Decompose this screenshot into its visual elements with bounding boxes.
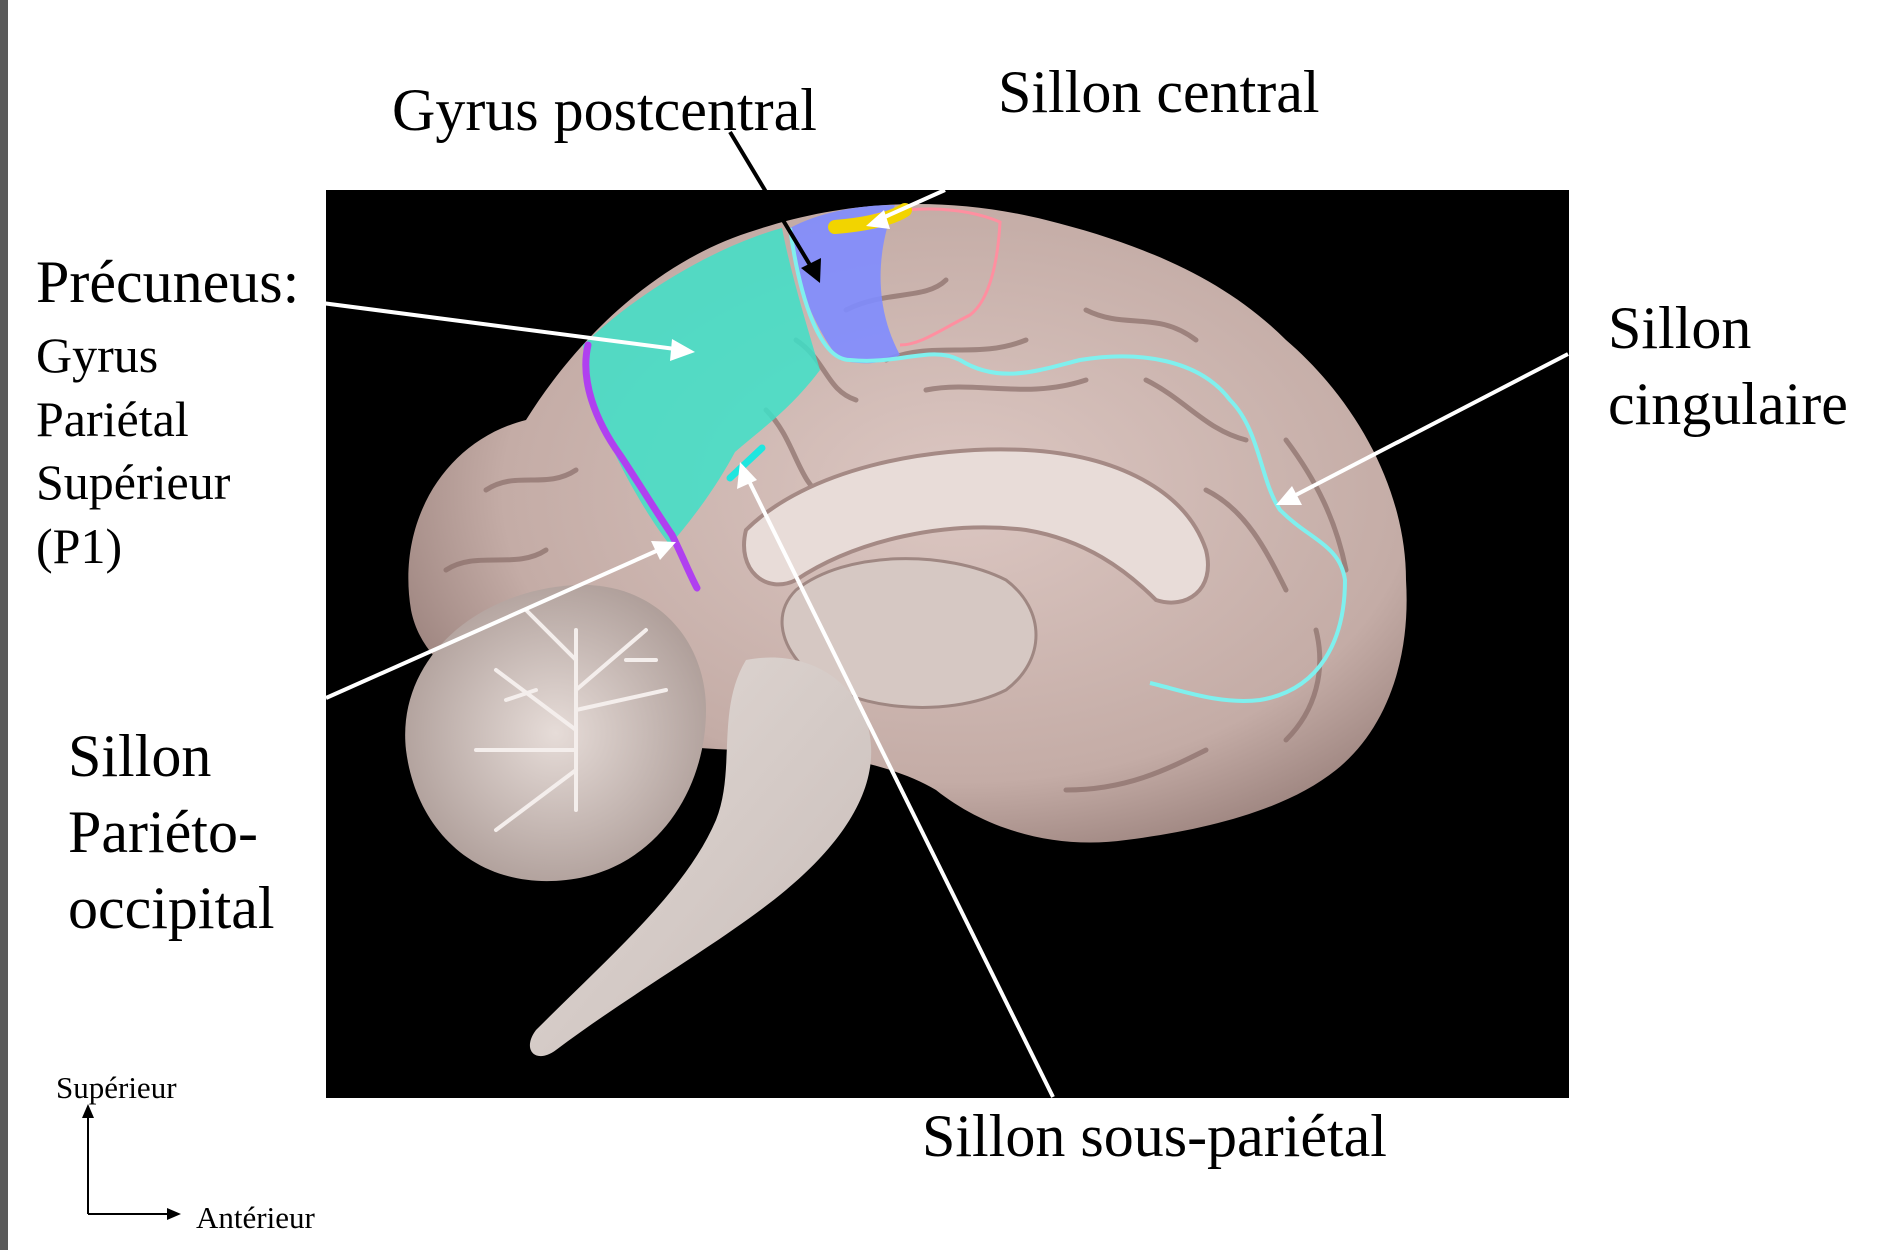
label-sillon-central: Sillon central [998, 59, 1320, 125]
precuneus-line: Gyrus [36, 327, 159, 383]
axis-horizontal-arrowhead [167, 1208, 181, 1220]
label-sillon-parieto-occipital: Sillon Pariéto- occipital [68, 718, 275, 947]
label-sillon-sous-parietal: Sillon sous-pariétal [922, 1103, 1387, 1169]
axis-vertical-arrowhead [82, 1104, 94, 1118]
label-gyrus-postcentral: Gyrus postcentral [392, 77, 817, 143]
sillon-parieto-line: Pariéto- [68, 799, 258, 866]
label-precuneus-title: Précuneus: [36, 249, 300, 315]
window-edge [0, 0, 8, 1250]
orientation-anterieur: Antérieur [196, 1200, 315, 1235]
sillon-parieto-line: Sillon [68, 723, 212, 789]
label-sillon-cingulaire: Sillon cingulaire [1608, 290, 1848, 442]
sillon-parieto-line: occipital [68, 875, 275, 942]
precuneus-line: Pariétal [36, 390, 189, 447]
brain-photo [326, 190, 1569, 1098]
brain-illustration [405, 203, 1407, 1057]
precuneus-line: (P1) [36, 517, 123, 574]
orientation-superieur: Supérieur [56, 1070, 177, 1105]
label-precuneus-description: Gyrus Pariétal Supérieur (P1) [36, 324, 230, 578]
sillon-cingulaire-line: cingulaire [1608, 371, 1848, 438]
sillon-cingulaire-line: Sillon [1608, 295, 1752, 361]
precuneus-line: Supérieur [36, 454, 231, 510]
